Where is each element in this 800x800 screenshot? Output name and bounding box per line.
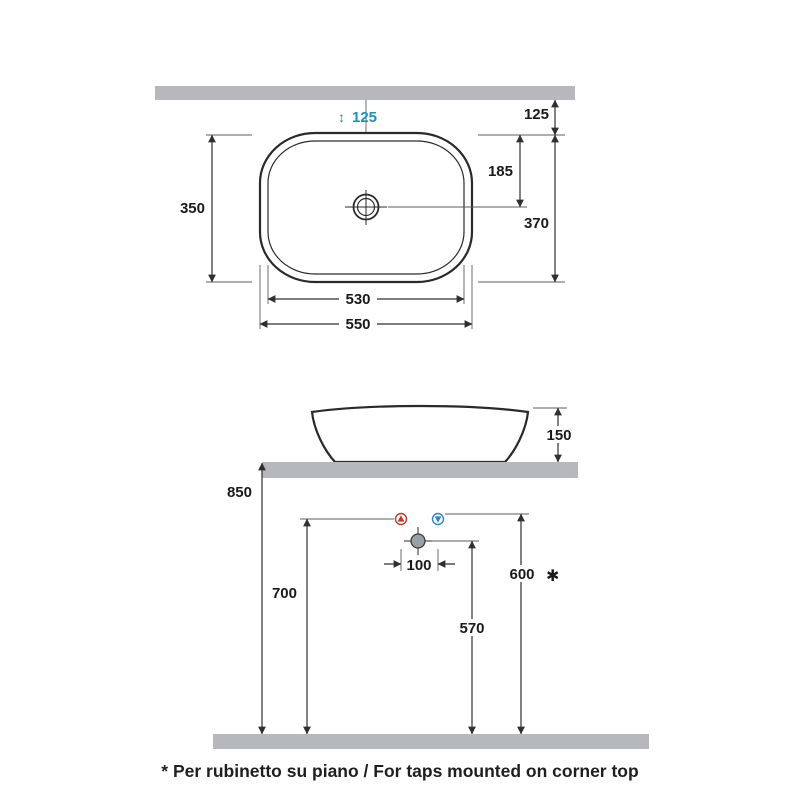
wall-bar — [155, 86, 575, 100]
dim-supply-spacing-100: 100 — [384, 549, 455, 574]
hot-water-symbol — [394, 512, 408, 526]
dim-hole-offset-label: 185 — [488, 163, 513, 180]
dim-supply-height-label: 700 — [272, 585, 297, 602]
label-bg — [339, 315, 377, 332]
drain-circle-icon — [410, 533, 426, 549]
elevation-view: 150 850 700 — [213, 404, 649, 749]
label-bg — [339, 290, 377, 307]
dim-depth-350: 350 — [180, 134, 252, 283]
dim-wall-to-front-370: 370 — [524, 134, 559, 283]
dim-basin-height-label: 150 — [546, 427, 571, 444]
label-bg — [541, 426, 578, 443]
plan-view: ↕ 125 350 185 125 — [155, 86, 575, 333]
dim-drain-height-570: 570 — [453, 540, 491, 735]
cold-water-symbol — [431, 512, 445, 526]
label-bg — [453, 619, 491, 636]
asterisk-marker: ✱ — [546, 568, 559, 585]
tap-hole — [345, 190, 387, 225]
dim-supply-spacing-label: 100 — [406, 557, 431, 574]
up-down-arrow-icon: ↕ — [338, 109, 345, 125]
drain-symbol — [404, 527, 432, 555]
dim-tap-offset-label: 125 — [352, 109, 377, 126]
dim-outer-width-label: 550 — [345, 316, 370, 333]
dim-worktop-height-850: 850 — [227, 462, 266, 735]
dim-inner-width-530: 530 — [267, 265, 465, 308]
basin-profile — [310, 404, 530, 464]
dim-worktop-height-label: 850 — [227, 484, 252, 501]
worktop-bar — [262, 462, 578, 478]
footnote-text: * Per rubinetto su piano / For taps moun… — [161, 761, 638, 781]
basin-inner-outline — [267, 140, 465, 275]
dim-inner-width-label: 530 — [345, 291, 370, 308]
cold-triangle-icon — [434, 516, 442, 523]
dim-corner-tap-label: 600 — [509, 566, 534, 583]
dim-wall-gap-125: 125 — [524, 99, 559, 136]
dim-drain-height-label: 570 — [459, 620, 484, 637]
floor-bar — [213, 734, 649, 749]
label-bg — [503, 565, 541, 582]
dim-hole-offset-185: 185 — [488, 134, 524, 208]
hot-triangle-icon — [397, 515, 405, 522]
dim-supply-height-700: 700 — [272, 518, 394, 735]
dim-corner-tap-600: 600 ✱ — [503, 513, 559, 735]
dim-wall-to-front-label: 370 — [524, 215, 549, 232]
dim-depth-label: 350 — [180, 200, 205, 217]
dim-outer-width-550: 550 — [259, 265, 473, 333]
dim-wall-gap-label: 125 — [524, 106, 549, 123]
dim-basin-height-150: 150 — [533, 407, 578, 463]
